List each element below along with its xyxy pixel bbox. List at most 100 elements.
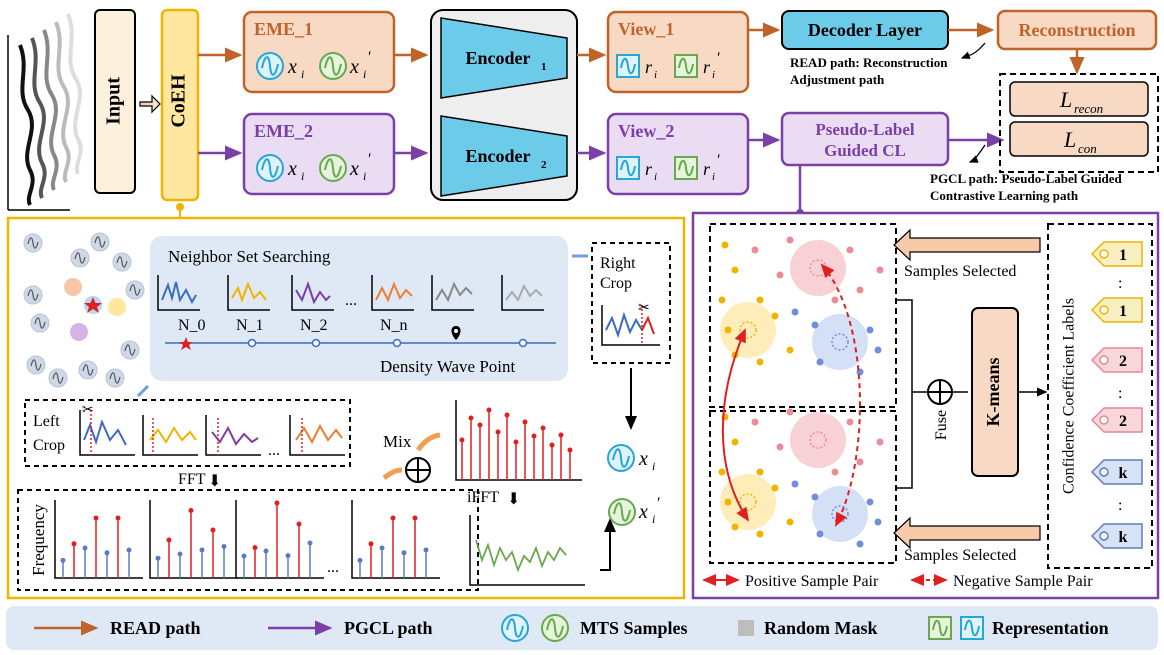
neighbor-label-n: N_n (380, 317, 408, 334)
svg-text:′: ′ (717, 50, 721, 67)
pgcl-box-line1: Pseudo-Label (815, 120, 914, 139)
ifft-series (469, 515, 585, 586)
neighbor-label-1: N_1 (236, 317, 264, 334)
svg-text:′: ′ (657, 495, 661, 512)
legend-read-label: READ path (110, 618, 201, 638)
confidence-tag-0: 1 (1119, 247, 1127, 264)
eme1-sample-icon-blue (256, 52, 284, 80)
legend-pgcl-label: PGCL path (344, 618, 433, 638)
view1-box: View_1 r i r i ′ (606, 10, 750, 94)
confidence-tag-2: 2 (1119, 353, 1127, 370)
left-crop-ellipsis: ... (268, 442, 280, 459)
reconstruction-label: Reconstruction (1019, 20, 1136, 40)
svg-text:1: 1 (541, 61, 547, 73)
confidence-tag-dots: : (1118, 275, 1122, 292)
negative-pair-label: Negative Sample Pair (953, 573, 1093, 590)
frequency-label: Frequency (29, 504, 48, 576)
confidence-tag-dots: : (1118, 385, 1122, 402)
positive-pair-label: Positive Sample Pair (745, 573, 879, 590)
positive-pair-arrow (721, 328, 750, 522)
svg-text:⬇: ⬇ (507, 491, 520, 508)
svg-text:Encoder: Encoder (466, 146, 531, 166)
svg-text:r: r (645, 159, 653, 179)
confidence-tag-4: k (1119, 465, 1128, 482)
svg-text:L: L (1063, 127, 1076, 152)
svg-text:i: i (712, 69, 715, 81)
kmeans-label: K-means (983, 358, 1003, 427)
negative-pair-arrow (820, 263, 861, 527)
legend-repr-green-icon (928, 616, 952, 640)
input-box (94, 9, 136, 194)
legend-mts-blue-icon (501, 614, 529, 642)
legend-bar (6, 606, 1158, 650)
neighbor-mini-charts (157, 275, 544, 311)
view2-box: View_2 r i r i ′ (606, 112, 750, 196)
pgcl-note-line1: PGCL path: Pseudo-Label Guided (930, 171, 1123, 186)
legend-mask-label: Random Mask (764, 618, 878, 638)
mix-arrow-1 (415, 432, 441, 452)
eme1-prime: ′ (368, 49, 372, 66)
encoder1: Encoder 1 (440, 17, 568, 99)
svg-text:con: con (1078, 141, 1097, 156)
view1-title: View_1 (618, 19, 674, 39)
left-crop-line2: Crop (33, 437, 65, 454)
svg-text:i: i (654, 69, 657, 81)
fuse-bracket (896, 299, 913, 489)
to-left-crop-arrow (136, 384, 150, 398)
confidence-tag-1: 1 (1119, 303, 1127, 320)
frequency-ellipsis: ... (327, 559, 339, 576)
decoder-label: Decoder Layer (808, 20, 922, 40)
coeh-label: CoEH (168, 74, 190, 128)
read-note-line1: READ path: Reconstruction (790, 55, 948, 70)
pgcl-box-line2: Guided CL (824, 141, 906, 160)
right-crop-line1: Right (600, 255, 636, 272)
ifft-label: iFFT (467, 489, 499, 506)
left-crop-line1: Left (33, 413, 60, 430)
svg-text:i: i (363, 169, 366, 183)
svg-text:i: i (652, 459, 655, 473)
svg-text:Encoder: Encoder (466, 48, 531, 68)
input-to-coeh-arrow (139, 94, 161, 114)
svg-text:′: ′ (717, 152, 721, 169)
samples-selected-arrow-bottom (893, 516, 1041, 550)
svg-text:recon: recon (1074, 101, 1103, 116)
legend-repr-blue-icon (960, 616, 984, 640)
output-xi: x (638, 448, 648, 470)
output-xi-icon (607, 444, 635, 472)
samples-selected-bottom: Samples Selected (904, 547, 1016, 564)
eme1-x: x (287, 56, 297, 78)
mix-label: Mix (383, 432, 412, 451)
svg-text:r: r (703, 159, 711, 179)
loss-group (999, 73, 1159, 173)
svg-text:′: ′ (368, 151, 372, 168)
mixed-spectrum (455, 400, 582, 481)
svg-text:i: i (654, 171, 657, 183)
eme2-box: EME_2 x i x i ′ (242, 112, 396, 196)
svg-text:⬇: ⬇ (208, 473, 221, 490)
coeh-box (160, 8, 200, 202)
legend-mts-label: MTS Samples (580, 618, 688, 638)
confidence-label: Confidence Coefficient Labels (1061, 298, 1078, 494)
eme1-xp-sub: i (363, 67, 366, 81)
mix-arrow-2 (382, 467, 403, 481)
fft-spectra (54, 500, 440, 579)
right-crop-line2: Crop (600, 275, 632, 292)
confidence-tag-3: 2 (1119, 413, 1127, 430)
output-xip-icon (608, 498, 636, 526)
legend-repr-label: Representation (992, 618, 1109, 638)
pgcl-note-line2: Contrastive Learning path (930, 188, 1079, 203)
neighbor-ellipsis: ... (345, 292, 357, 309)
svg-text:i: i (652, 512, 655, 526)
loss-recon-box (1009, 81, 1149, 117)
svg-text:i: i (301, 169, 304, 183)
sample-bubbles (23, 232, 145, 388)
view2-title: View_2 (618, 121, 674, 141)
left-crop-charts: ✂ (79, 403, 345, 456)
fft-label: FFT (178, 471, 206, 488)
input-series-stack (7, 13, 83, 211)
confidence-labels-box (1047, 223, 1153, 569)
encoder2: Encoder 2 (440, 115, 568, 197)
legend-mts-green-icon (541, 614, 569, 642)
svg-text:r: r (645, 57, 653, 77)
